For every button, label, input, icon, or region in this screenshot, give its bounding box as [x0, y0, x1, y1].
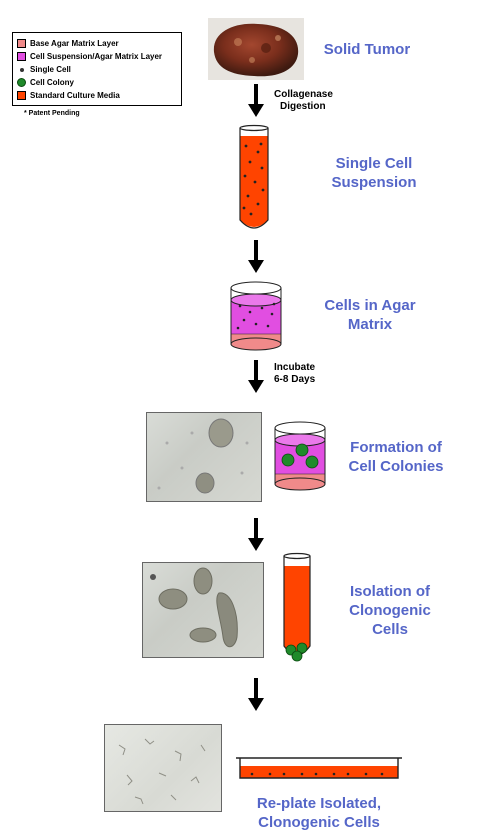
- colony-circles: [281, 443, 319, 469]
- colony-micrograph: [146, 412, 262, 502]
- legend-item-single-cell: Single Cell: [17, 63, 181, 76]
- legend-label: Standard Culture Media: [30, 91, 120, 100]
- single-cell-dots: [242, 142, 265, 216]
- label-single-cell-suspension: Single Cell Suspension: [331, 155, 417, 191]
- isolation-micrograph: [142, 562, 264, 658]
- legend-item-cell-suspension: Cell Suspension/Agar Matrix Layer: [17, 50, 181, 63]
- legend-item-cell-colony: Cell Colony: [17, 76, 181, 89]
- legend-label: Single Cell: [30, 65, 71, 74]
- cell-colony-swatch: [17, 78, 26, 87]
- arrow-down-icon: [248, 84, 264, 117]
- legend-item-base-agar: Base Agar Matrix Layer: [17, 37, 181, 50]
- replate-micrograph: [104, 724, 222, 812]
- culture-media-swatch: [17, 91, 26, 100]
- tube-single-cells: [239, 124, 269, 229]
- patent-note: * Patent Pending: [24, 110, 80, 117]
- label-isolation-clonogenic: Isolation of Clonogenic Cells: [349, 583, 431, 638]
- tumor-image: [208, 18, 304, 80]
- arrow-label-incubate: Incubate 6-8 Days: [274, 362, 316, 385]
- label-solid-tumor: Solid Tumor: [323, 41, 411, 58]
- arrow-down-icon: [248, 678, 264, 711]
- arrow-label-collagenase: Collagenase Digestion: [274, 89, 333, 112]
- tube-colonies: [283, 552, 311, 662]
- legend-item-culture-media: Standard Culture Media: [17, 89, 181, 102]
- label-cells-in-agar: Cells in Agar Matrix: [324, 297, 416, 333]
- colony-cylinder: [274, 421, 326, 491]
- legend-label: Base Agar Matrix Layer: [30, 39, 119, 48]
- agar-cylinder: [230, 281, 282, 351]
- label-formation-colonies: Formation of Cell Colonies: [348, 439, 444, 475]
- legend-label: Cell Suspension/Agar Matrix Layer: [30, 52, 163, 61]
- legend-box: Base Agar Matrix Layer Cell Suspension/A…: [12, 32, 182, 106]
- legend-label: Cell Colony: [30, 78, 75, 87]
- base-agar-swatch: [17, 39, 26, 48]
- single-cell-swatch: [17, 65, 26, 74]
- culture-dish: [236, 757, 402, 779]
- label-replate: Re-plate Isolated, Clonogenic Cells: [256, 795, 382, 831]
- cell-suspension-swatch: [17, 52, 26, 61]
- arrow-down-icon: [248, 240, 264, 273]
- arrow-down-icon: [248, 518, 264, 551]
- arrow-down-icon: [248, 360, 264, 393]
